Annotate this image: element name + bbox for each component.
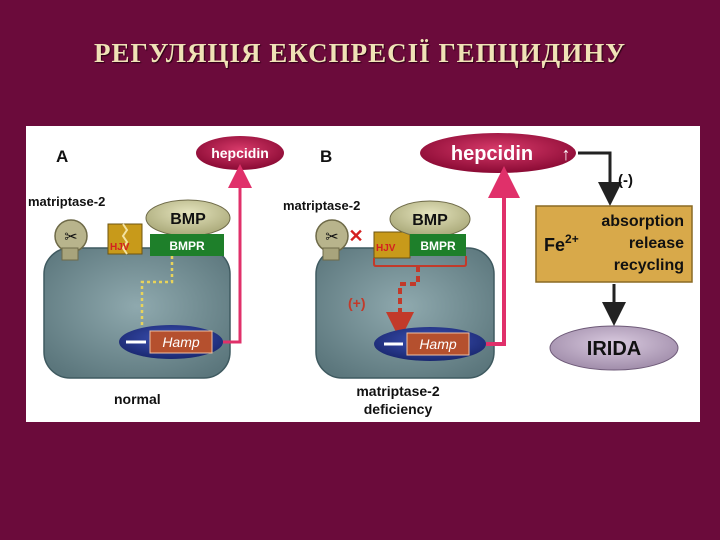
panel-a-hamp-box bbox=[149, 330, 213, 354]
panel-b-release-label: release bbox=[629, 235, 684, 252]
panel-a-hepatocyte bbox=[43, 247, 231, 379]
slide-title: РЕГУЛЯЦІЯ ЕКСПРЕСІЇ ГЕПЦИДИНУ bbox=[93, 38, 627, 68]
panel-b-minus-label: (-) bbox=[618, 172, 633, 189]
panel-a-signal-path bbox=[140, 256, 174, 326]
panel-a-matriptase-label: matriptase-2 bbox=[28, 194, 105, 209]
panel-a-bmpr-box bbox=[150, 234, 224, 256]
panel-a: A hepcidin matriptase-2 ✂ HJV BMP BMPR H… bbox=[28, 136, 284, 407]
panel-b-plus-label: (+) bbox=[348, 295, 366, 311]
panel-b-inhibition-arrow bbox=[578, 151, 622, 206]
panel-b-matriptase-label: matriptase-2 bbox=[283, 198, 360, 213]
panel-a-hamp-label: Hamp bbox=[162, 334, 200, 350]
panel-a-bmp-label: BMP bbox=[170, 211, 206, 228]
panel-b-hjv-label: HJV bbox=[376, 243, 396, 254]
panel-b-hamp-label: Hamp bbox=[419, 336, 457, 352]
panel-b-caption-line2: deficiency bbox=[364, 401, 433, 417]
panel-a-hjv-label: HJV bbox=[110, 242, 130, 253]
panel-b-irida-label: IRIDA bbox=[587, 338, 641, 360]
panel-b-absorption-box bbox=[535, 205, 693, 283]
panel-b-bmpr-box bbox=[410, 234, 466, 256]
panel-a-hepcidin-arrow bbox=[223, 164, 252, 344]
panel-b-scissors-icon: ✂ bbox=[325, 229, 338, 246]
panel-a-hjv-helix bbox=[121, 223, 129, 255]
panel-b: B hepcidin ↑ matriptase-2 ✂ ✕ HJV BMP BM… bbox=[283, 133, 693, 417]
panel-b-bmpr-label: BMPR bbox=[420, 239, 456, 253]
panel-a-bmpr-label: BMPR bbox=[169, 239, 205, 253]
panel-b-fe-charge: 2+ bbox=[565, 232, 579, 246]
panel-b-bmp-label: BMP bbox=[412, 212, 448, 229]
panel-a-hepcidin-label: hepcidin bbox=[211, 145, 269, 161]
panel-b-matriptase-anchor bbox=[322, 247, 340, 261]
panel-a-matriptase-anchor bbox=[61, 247, 79, 261]
panel-b-recycling-label: recycling bbox=[614, 257, 684, 274]
hepcidin-regulation-figure: A hepcidin matriptase-2 ✂ HJV BMP BMPR H… bbox=[26, 126, 700, 422]
panel-b-letter: B bbox=[320, 147, 332, 166]
panel-b-hepcidin-label: hepcidin bbox=[451, 143, 533, 165]
panel-b-absorption-label: absorption bbox=[601, 213, 684, 230]
panel-b-caption-line1: matriptase-2 bbox=[356, 383, 439, 399]
panel-b-irida-ellipse bbox=[549, 325, 679, 371]
panel-b-hepcidin-ellipse bbox=[420, 133, 576, 173]
panel-b-fe-symbol: Fe bbox=[544, 235, 565, 255]
panel-b-hjv-box bbox=[373, 231, 411, 259]
panel-a-hepcidin-ellipse bbox=[196, 136, 284, 170]
panel-a-caption: normal bbox=[114, 391, 161, 407]
panel-b-fe-label: Fe2+ bbox=[544, 232, 579, 255]
panel-a-scissors-icon: ✂ bbox=[64, 229, 77, 246]
panel-b-up-arrow-icon: ↑ bbox=[562, 144, 571, 164]
panel-b-block-x-icon: ✕ bbox=[348, 226, 363, 246]
panel-a-letter: A bbox=[56, 147, 68, 166]
panel-b-hepcidin-arrow bbox=[486, 166, 520, 346]
panel-b-hamp-box bbox=[406, 332, 470, 356]
